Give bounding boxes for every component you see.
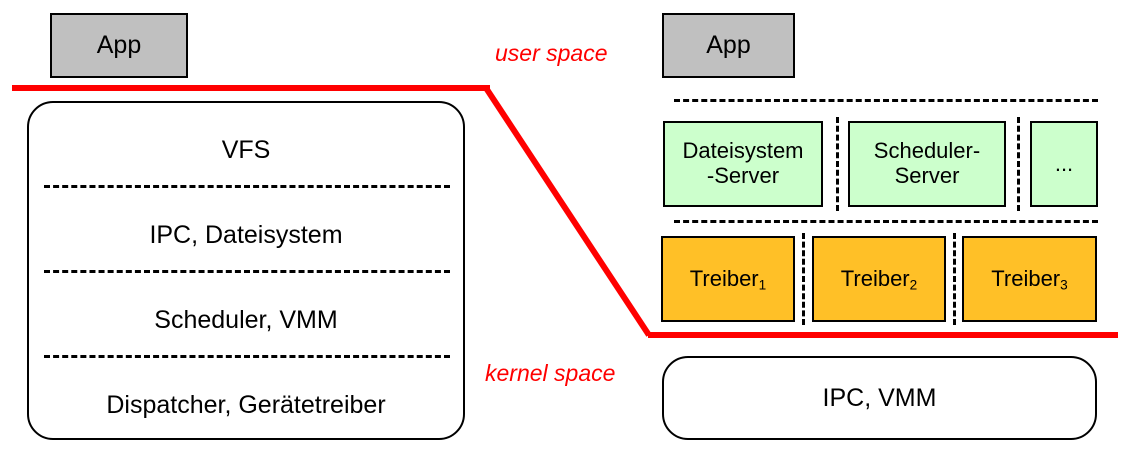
right-microkernel-box: IPC, VMM — [662, 356, 1097, 440]
server-row-bottom-dashed-divider — [674, 220, 1098, 223]
server-label-group: ... — [1054, 150, 1074, 177]
driver-label: Treiber1 — [690, 266, 766, 292]
user-kernel-divider-diagonal — [483, 86, 652, 337]
driver-index: 1 — [758, 277, 767, 293]
user-space-label: user space — [495, 40, 608, 66]
left-kernel-layer-label: VFS — [221, 136, 271, 164]
server-label-group: Dateisystem -Server — [682, 139, 803, 188]
server-box-scheduler: Scheduler- Server — [848, 121, 1006, 207]
left-kernel-divider-3 — [44, 355, 450, 358]
server-label-line2: Server — [894, 163, 960, 188]
user-kernel-divider-left-segment — [12, 85, 490, 91]
right-app-box: App — [662, 13, 795, 78]
server-row-top-dashed-divider — [674, 99, 1098, 102]
left-kernel-layer-ipc-dateisystem: IPC, Dateisystem — [30, 203, 462, 268]
left-kernel-divider-2 — [44, 270, 450, 273]
server-label-line2: -Server — [706, 163, 780, 188]
left-app-label: App — [96, 31, 142, 59]
right-app-label: App — [706, 31, 751, 59]
driver-box-treiber-3: Treiber3 — [962, 236, 1097, 322]
left-kernel-layer-vfs: VFS — [30, 118, 462, 183]
left-kernel-layer-label: Dispatcher, Gerätetreiber — [106, 391, 386, 419]
driver-box-treiber-1: Treiber1 — [661, 236, 795, 322]
server-label-line1: Dateisystem — [682, 138, 804, 164]
kernel-space-label: kernel space — [485, 360, 616, 386]
server-separator-2 — [1017, 117, 1020, 211]
right-microkernel-label: IPC, VMM — [822, 383, 937, 412]
driver-name: Treiber — [991, 265, 1061, 291]
server-label-line1: Scheduler- — [873, 138, 981, 164]
driver-index: 2 — [909, 277, 918, 293]
server-box-dateisystem: Dateisystem -Server — [663, 121, 823, 207]
driver-label: Treiber3 — [991, 266, 1067, 292]
user-kernel-divider-right-segment — [648, 332, 1118, 338]
driver-index: 3 — [1060, 277, 1068, 293]
left-kernel-divider-1 — [44, 185, 450, 188]
driver-name: Treiber — [689, 265, 759, 291]
left-kernel-layer-label: Scheduler, VMM — [154, 306, 338, 334]
driver-label: Treiber2 — [841, 266, 917, 292]
left-app-box: App — [50, 13, 188, 78]
driver-separator-2 — [953, 233, 956, 325]
driver-separator-1 — [802, 233, 805, 325]
driver-name: Treiber — [840, 265, 910, 291]
server-box-ellipsis: ... — [1030, 121, 1098, 207]
left-kernel-layer-scheduler-vmm: Scheduler, VMM — [30, 288, 462, 353]
driver-box-treiber-2: Treiber2 — [812, 236, 946, 322]
server-label-line1: ... — [1054, 150, 1074, 176]
server-label-group: Scheduler- Server — [874, 139, 980, 188]
left-kernel-layer-label: IPC, Dateisystem — [149, 221, 343, 249]
left-kernel-layer-dispatcher-geraetetreiber: Dispatcher, Gerätetreiber — [30, 373, 462, 438]
server-separator-1 — [836, 117, 839, 211]
